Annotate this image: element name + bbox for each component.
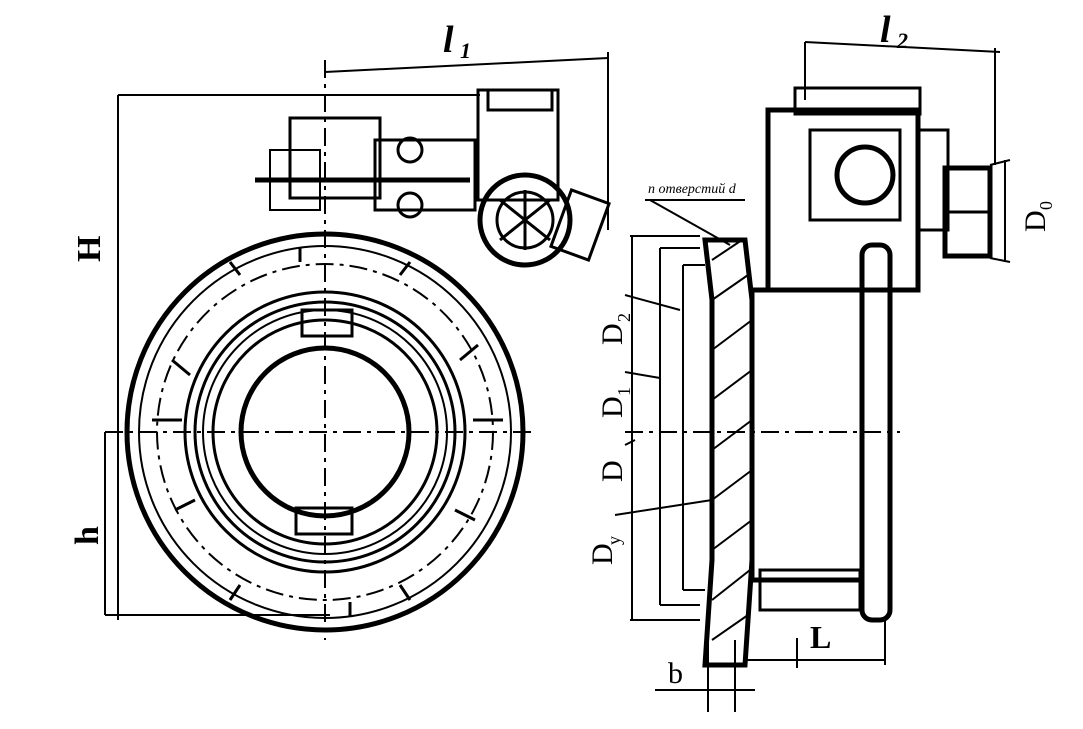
label-L: L bbox=[810, 619, 831, 655]
upper-shaft-lug bbox=[300, 308, 354, 338]
label-D2-sub: 2 bbox=[614, 313, 634, 322]
dimension-D1: D 1 bbox=[596, 371, 661, 418]
front-view: l 1 H h bbox=[69, 19, 611, 640]
label-D: D bbox=[596, 460, 629, 482]
dimension-Dy: D y bbox=[586, 499, 713, 565]
bore-circle bbox=[238, 345, 412, 519]
flange-ring-2 bbox=[138, 245, 512, 619]
actuator-motor-housing bbox=[476, 88, 560, 202]
actuator-cap bbox=[486, 88, 554, 112]
dimension-l2: l 2 bbox=[804, 9, 1001, 165]
gear-knob-2 bbox=[396, 191, 424, 219]
dimension-L: L bbox=[745, 619, 886, 668]
body-ring-2 bbox=[193, 300, 457, 564]
gear-knob-1 bbox=[396, 136, 424, 164]
dimension-H: H bbox=[71, 94, 480, 620]
label-holes: n отверстий d bbox=[648, 182, 737, 197]
label-l1-sub: 1 bbox=[460, 38, 471, 63]
label-D0-sub: 0 bbox=[1036, 201, 1056, 210]
handwheel bbox=[477, 172, 573, 268]
label-D0: D bbox=[1019, 210, 1052, 232]
side-upper-housing bbox=[765, 107, 921, 293]
body-lower-base bbox=[758, 568, 862, 612]
rear-flange bbox=[859, 242, 893, 623]
label-l1: l bbox=[443, 19, 454, 61]
front-actuator bbox=[255, 88, 611, 268]
label-D1-sub: 1 bbox=[614, 387, 634, 396]
holes-callout: n отверстий d bbox=[645, 182, 745, 246]
dimension-b: b bbox=[655, 640, 755, 712]
handwheel-bracket bbox=[549, 188, 611, 262]
gearbox-body bbox=[288, 116, 382, 200]
side-gearbox bbox=[808, 128, 902, 222]
dimension-D2: D 2 bbox=[596, 294, 681, 345]
outer-flange-ring bbox=[124, 231, 526, 633]
label-H: H bbox=[71, 236, 108, 262]
lower-shaft-lug bbox=[294, 506, 354, 536]
body-ring-1 bbox=[183, 290, 467, 574]
label-D1: D bbox=[596, 396, 629, 418]
flange-hatching bbox=[711, 239, 753, 641]
dimension-l1: l 1 bbox=[324, 19, 609, 230]
dimension-D: D bbox=[596, 439, 636, 482]
gearbox-housing bbox=[373, 138, 477, 212]
body-ring-4 bbox=[211, 318, 439, 546]
dimension-D0: D 0 bbox=[989, 159, 1056, 263]
side-gear-wheel bbox=[834, 144, 896, 206]
side-view: n отверстий d D 2 D 1 D D y bbox=[586, 9, 1056, 712]
bolt-ticks bbox=[152, 248, 503, 616]
side-gear-cover bbox=[916, 128, 950, 232]
label-l2-sub: 2 bbox=[896, 28, 908, 53]
label-D2: D bbox=[596, 323, 629, 345]
label-Dy-sub: y bbox=[604, 536, 624, 545]
valve-body bbox=[749, 287, 865, 583]
side-actuator-cap bbox=[793, 86, 922, 116]
bolt-circle bbox=[156, 263, 494, 601]
dimension-h: h bbox=[69, 432, 330, 616]
label-h: h bbox=[69, 526, 106, 545]
side-flange bbox=[702, 237, 755, 668]
label-Dy: D bbox=[586, 543, 619, 565]
label-b: b bbox=[668, 657, 683, 690]
label-l2: l bbox=[880, 9, 891, 51]
